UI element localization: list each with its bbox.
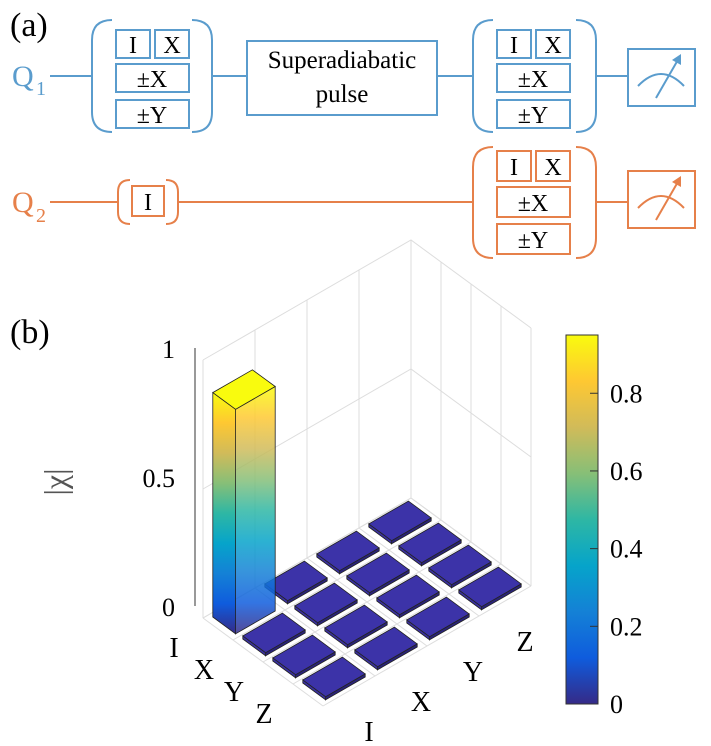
z-axis-label: |χ| [37,468,73,495]
bar-Y-X [324,604,388,649]
colorbar-tick-label: 0 [610,690,623,719]
col-tick-label: Z [516,627,533,658]
bar-Z-Z [458,566,522,611]
z-tick-label: 0 [162,593,175,622]
q1-measurement-meter-icon [627,48,696,107]
colorbar-fill [565,334,599,705]
colorbar-ticks: 0 0.2 0.4 0.6 0.8 [590,379,643,719]
q1-pre-gate-pmx: ±X [137,67,168,93]
panel-b-label: (b) [10,314,50,351]
z-tick-label: 1 [162,335,175,364]
svg-text:2: 2 [36,205,46,227]
bar-I-Y [316,530,380,575]
q2-pre-gate-i: I [144,190,152,216]
bar-Y-Y [376,574,440,619]
row-tick-label: Z [255,699,272,730]
bar-I-I [212,369,276,635]
pulse-label-line1: Superadiabatic [268,47,417,74]
col-tick-label: Y [463,657,483,688]
q1-post-gate-pmx: ±X [518,67,549,93]
colorbar-tick-label: 0.6 [610,457,643,486]
q2-label: Q 2 [12,186,46,227]
q1-post-gate-group: I X ±X ±Y [472,19,597,133]
bar-Z-I [302,656,366,701]
col-tick-label: I [364,717,373,746]
q1-pre-gate-pmy: ±Y [137,103,168,129]
superadiabatic-pulse-box: Superadiabatic pulse [246,40,438,116]
bar-I-X [264,560,328,605]
bar-X-Z [398,522,462,567]
q1-post-gate-x: X [544,33,561,59]
colorbar-tick-label: 0.8 [610,379,643,408]
colorbar: 0 0.2 0.4 0.6 0.8 [565,334,643,719]
row-tick-label: I [169,633,178,664]
row-tick-label: Y [224,677,244,708]
q2-post-gate-group: I X ±X ±Y [472,146,597,259]
bar-X-X [294,582,358,627]
chart-3d-bars [212,369,522,701]
bar-Z-X [354,626,418,671]
q1-pre-gate-i: I [129,33,137,59]
svg-text:Q: Q [12,186,34,219]
svg-text:Q: Q [12,60,34,93]
bar-X-Y [346,552,410,597]
q1-pre-gate-group: I X ±X ±Y [91,19,213,133]
bar-Z-Y [406,596,470,641]
bar-X-I [242,612,306,657]
q1-label: Q 1 [12,60,46,100]
q1-post-gate-pmy: ±Y [518,103,549,129]
row-tick-label: X [194,655,214,686]
z-tick-label: 0.5 [143,464,176,493]
colorbar-tick-label: 0.4 [610,535,643,564]
panel-a-label: (a) [10,7,48,44]
pulse-label-line2: pulse [316,81,369,108]
q2-post-gate-x: X [544,155,561,181]
q1-post-gate-i: I [510,33,518,59]
colorbar-tick-label: 0.2 [610,612,643,641]
bar-Y-I [272,634,336,679]
chart-3d-grid [194,239,532,707]
bar-I-Z [368,500,432,545]
q2-post-gate-i: I [510,155,518,181]
bar-Y-Z [428,544,492,589]
q1-pre-gate-x: X [163,33,180,59]
q2-pre-gate-group: I [117,179,179,225]
q2-post-gate-pmy: ±Y [518,228,549,254]
svg-text:1: 1 [36,78,46,100]
col-tick-label: X [411,687,431,718]
q2-post-gate-pmx: ±X [518,191,549,217]
q2-measurement-meter-icon [627,170,696,229]
